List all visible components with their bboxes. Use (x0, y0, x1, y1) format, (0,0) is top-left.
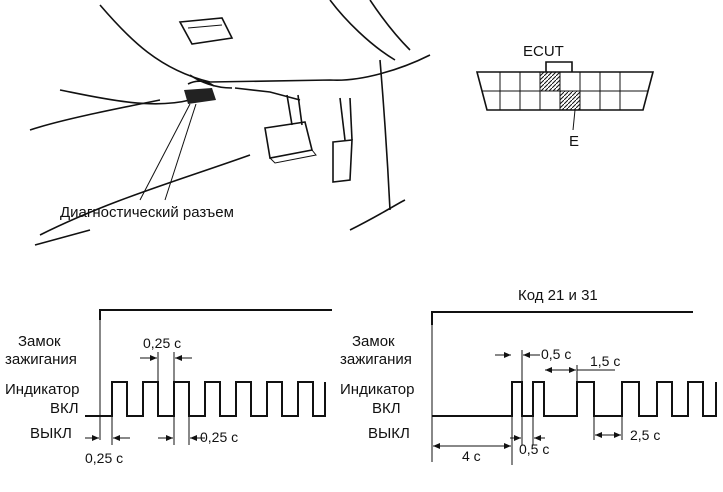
pin-ecut-label: ECUT (523, 43, 564, 60)
right-dim-05-top: 0,5 с (541, 346, 571, 362)
connector-pinout (475, 61, 655, 131)
left-off-label: ВЫКЛ (30, 425, 72, 442)
right-ignition-label-2: зажигания (340, 351, 412, 368)
right-dim-15: 1,5 с (590, 353, 620, 369)
right-diagram-title: Код 21 и 31 (518, 287, 598, 304)
left-on-label: ВКЛ (50, 400, 79, 417)
left-dim-top: 0,25 с (143, 335, 181, 351)
left-indicator-label: Индикатор (5, 381, 80, 398)
left-ignition-label-1: Замок (18, 333, 61, 350)
right-indicator-wave (432, 381, 717, 417)
pin-e (559, 90, 581, 111)
right-indicator-label: Индикатор (340, 381, 415, 398)
right-timing-diagram (431, 311, 717, 465)
left-indicator-wave (85, 381, 326, 417)
car-interior-illustration (29, 0, 431, 246)
left-dim-right: 0,25 с (200, 429, 238, 445)
connector-label: Диагностический разъем (60, 204, 234, 221)
diagnostic-connector-shape (184, 80, 216, 104)
pin-ecut (539, 71, 561, 92)
right-off-label: ВЫКЛ (368, 425, 410, 442)
right-on-label: ВКЛ (372, 400, 401, 417)
right-dim-05-bottom: 0,5 с (519, 441, 549, 457)
left-timing-diagram (85, 309, 332, 445)
brake-pedal-shape (264, 94, 317, 164)
right-dim-4: 4 с (462, 448, 481, 464)
right-dim-25: 2,5 с (630, 427, 660, 443)
right-ignition-label-1: Замок (352, 333, 395, 350)
accelerator-pedal-shape (332, 97, 353, 183)
left-ignition-label-2: зажигания (5, 351, 77, 368)
left-dim-bottom: 0,25 с (85, 450, 123, 466)
pin-e-label: E (569, 133, 579, 150)
glovebox-handle-shape (178, 17, 234, 45)
